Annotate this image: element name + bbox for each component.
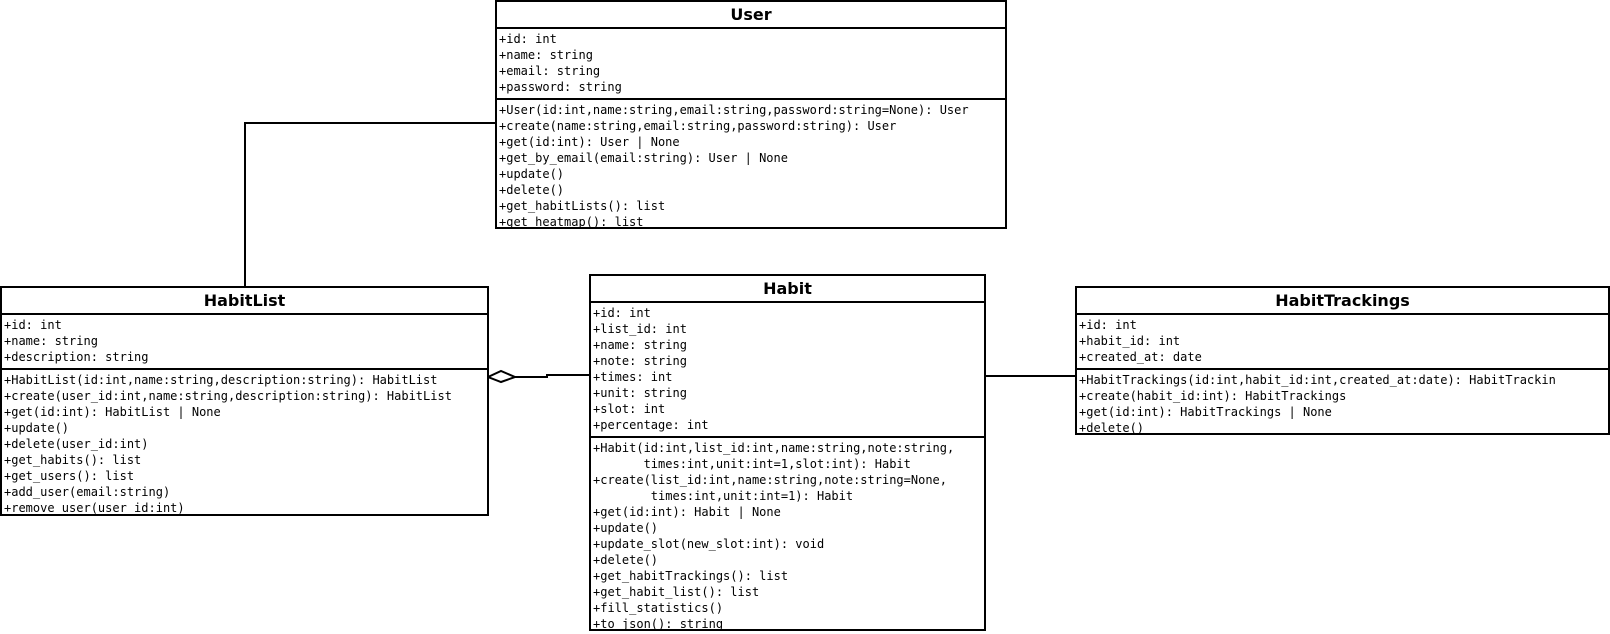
method: +HabitTrackings(id:int,habit_id:int,crea…: [1079, 373, 1556, 387]
method: +get(id:int): HabitTrackings | None: [1079, 405, 1332, 419]
method: +get(id:int): HabitList | None: [4, 405, 221, 419]
method: +Habit(id:int,list_id:int,name:string,no…: [593, 441, 955, 455]
method: +delete(user_id:int): [4, 437, 149, 451]
attribute: +name: string: [499, 48, 593, 62]
attribute: +created_at: date: [1079, 350, 1202, 364]
attribute: +habit_id: int: [1079, 334, 1181, 348]
method: +update(): [499, 167, 565, 181]
attributes-compartment: +id: int +name: string +email: string +p…: [497, 29, 1005, 100]
attribute: +name: string: [4, 334, 98, 348]
method: +get_heatmap(): list: [499, 215, 644, 229]
class-user[interactable]: User +id: int +name: string +email: stri…: [495, 0, 1007, 229]
methods-compartment: +HabitTrackings(id:int,habit_id:int,crea…: [1077, 370, 1608, 435]
class-name: User: [497, 2, 1005, 29]
attribute: +description: string: [4, 350, 149, 364]
methods-compartment: +HabitList(id:int,name:string,descriptio…: [2, 370, 487, 518]
attribute: +slot: int: [593, 402, 666, 416]
attributes-compartment: +id: int +habit_id: int +created_at: dat…: [1077, 315, 1608, 370]
attribute: +id: int: [4, 318, 62, 332]
attribute: +id: int: [593, 306, 651, 320]
class-habit[interactable]: Habit +id: int +list_id: int +name: stri…: [589, 274, 986, 631]
method: +delete(): [593, 553, 659, 567]
method: +get(id:int): Habit | None: [593, 505, 781, 519]
method: +update(): [4, 421, 70, 435]
method: +update_slot(new_slot:int): void: [593, 537, 825, 551]
method: +create(list_id:int,name:string,note:str…: [593, 473, 948, 487]
attribute: +list_id: int: [593, 322, 687, 336]
attribute: +times: int: [593, 370, 673, 384]
class-habitlist[interactable]: HabitList +id: int +name: string +descri…: [0, 286, 489, 516]
method: +remove_user(user_id:int): [4, 501, 185, 515]
methods-compartment: +Habit(id:int,list_id:int,name:string,no…: [591, 438, 984, 634]
attributes-compartment: +id: int +list_id: int +name: string +no…: [591, 303, 984, 438]
attribute: +unit: string: [593, 386, 687, 400]
attribute: +id: int: [1079, 318, 1137, 332]
method: +to_json(): string: [593, 617, 724, 631]
attribute: +note: string: [593, 354, 687, 368]
method: +fill_statistics(): [593, 601, 724, 615]
attribute: +name: string: [593, 338, 687, 352]
attribute: +id: int: [499, 32, 557, 46]
method: +get_by_email(email:string): User | None: [499, 151, 788, 165]
class-name: Habit: [591, 276, 984, 303]
class-name: HabitList: [2, 288, 487, 315]
method: +create(habit_id:int): HabitTrackings: [1079, 389, 1347, 403]
attribute: +password: string: [499, 80, 622, 94]
method: +get_habitLists(): list: [499, 199, 666, 213]
method: +create(user_id:int,name:string,descript…: [4, 389, 452, 403]
method: +delete(): [1079, 421, 1145, 435]
method: +get_habitTrackings(): list: [593, 569, 789, 583]
attributes-compartment: +id: int +name: string +description: str…: [2, 315, 487, 370]
method: +get(id:int): User | None: [499, 135, 680, 149]
attribute: +email: string: [499, 64, 601, 78]
method: +get_habits(): list: [4, 453, 142, 467]
method: times:int,unit:int=1): Habit: [593, 489, 854, 503]
method: +delete(): [499, 183, 565, 197]
method: +get_habit_list(): list: [593, 585, 760, 599]
method: +add_user(email:string): [4, 485, 171, 499]
class-name: HabitTrackings: [1077, 288, 1608, 315]
class-habittrackings[interactable]: HabitTrackings +id: int +habit_id: int +…: [1075, 286, 1610, 435]
method: +create(name:string,email:string,passwor…: [499, 119, 897, 133]
aggregation-diamond-icon: [485, 369, 518, 384]
method: +User(id:int,name:string,email:string,pa…: [499, 103, 969, 117]
method: times:int,unit:int=1,slot:int): Habit: [593, 457, 911, 471]
method: +get_users(): list: [4, 469, 135, 483]
attribute: +percentage: int: [593, 418, 709, 432]
method: +update(): [593, 521, 659, 535]
methods-compartment: +User(id:int,name:string,email:string,pa…: [497, 100, 1005, 232]
user-habitlist-association: [244, 122, 496, 286]
habitlist-habit-aggregation-line: [515, 374, 590, 378]
method: +HabitList(id:int,name:string,descriptio…: [4, 373, 438, 387]
